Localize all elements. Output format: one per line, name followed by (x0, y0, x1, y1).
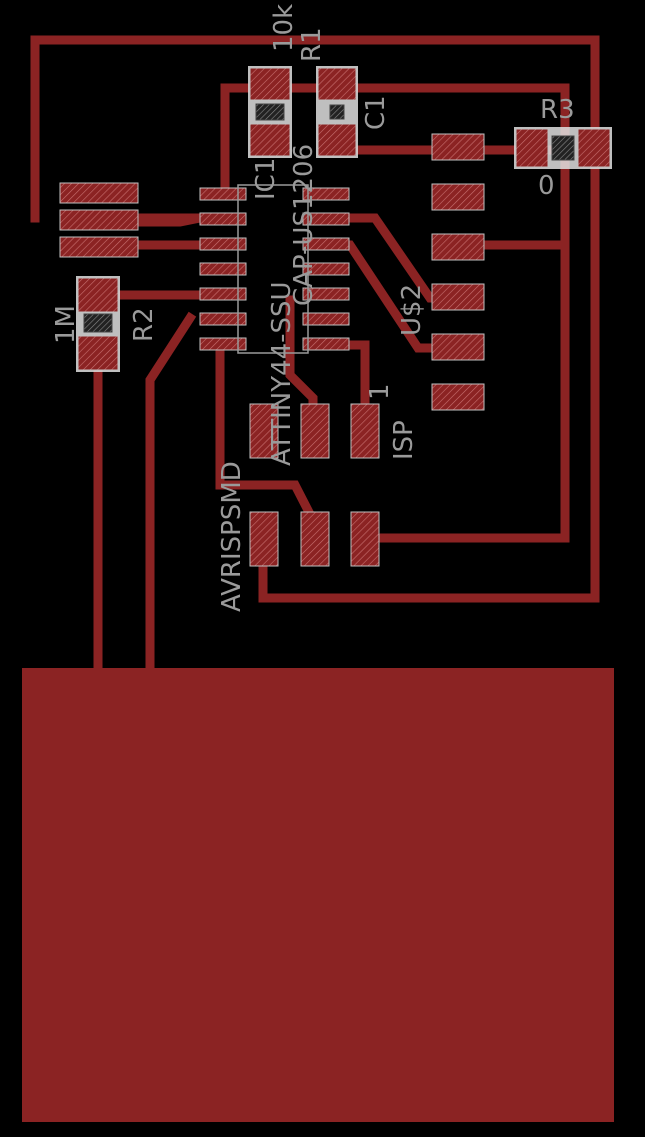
isp-pin1-label: 1 (365, 383, 395, 400)
r3-value-label: 0 (538, 171, 555, 201)
r2-name-label: R2 (129, 307, 159, 342)
c1-footprint (316, 66, 358, 158)
header-pad-2 (59, 209, 139, 231)
trace-r1-vcc (220, 83, 570, 543)
c1-package-label: CAP-US1206 (289, 144, 319, 306)
copper-pour (22, 668, 614, 1122)
header-pad-1 (59, 182, 139, 204)
ic1-outline (237, 184, 309, 354)
r3-name-label: R3 (540, 95, 575, 125)
r3-footprint (514, 127, 612, 169)
trace-ic-left-down (215, 340, 320, 527)
c1-name-label: C1 (361, 95, 391, 130)
left-header-pads (59, 182, 139, 258)
r2-footprint (76, 276, 120, 372)
u2-pads (431, 133, 485, 411)
u2-name-label: U$2 (397, 284, 427, 336)
trace-ic-pin6-down (145, 311, 197, 675)
r2-value-label: 1M (51, 305, 81, 344)
ic1-pads (199, 187, 350, 351)
isp-pads (249, 403, 380, 567)
ic1-part-label: ATTINY44-SSU (267, 281, 297, 466)
silkscreen-labels: 10k R1 C1 CAP-US1206 IC1 ATTINY44-SSU R3… (51, 4, 575, 612)
r1-value-label: 10k (269, 4, 299, 52)
trace-outer-loop (30, 35, 600, 603)
header-pad-3 (59, 236, 139, 258)
ic1-name-label: IC1 (251, 158, 281, 200)
r1-name-label: R1 (297, 27, 327, 62)
isp-name-label: ISP (389, 420, 419, 460)
r1-footprint (248, 66, 292, 158)
avr-name-label: AVRISPSMD (217, 461, 247, 612)
